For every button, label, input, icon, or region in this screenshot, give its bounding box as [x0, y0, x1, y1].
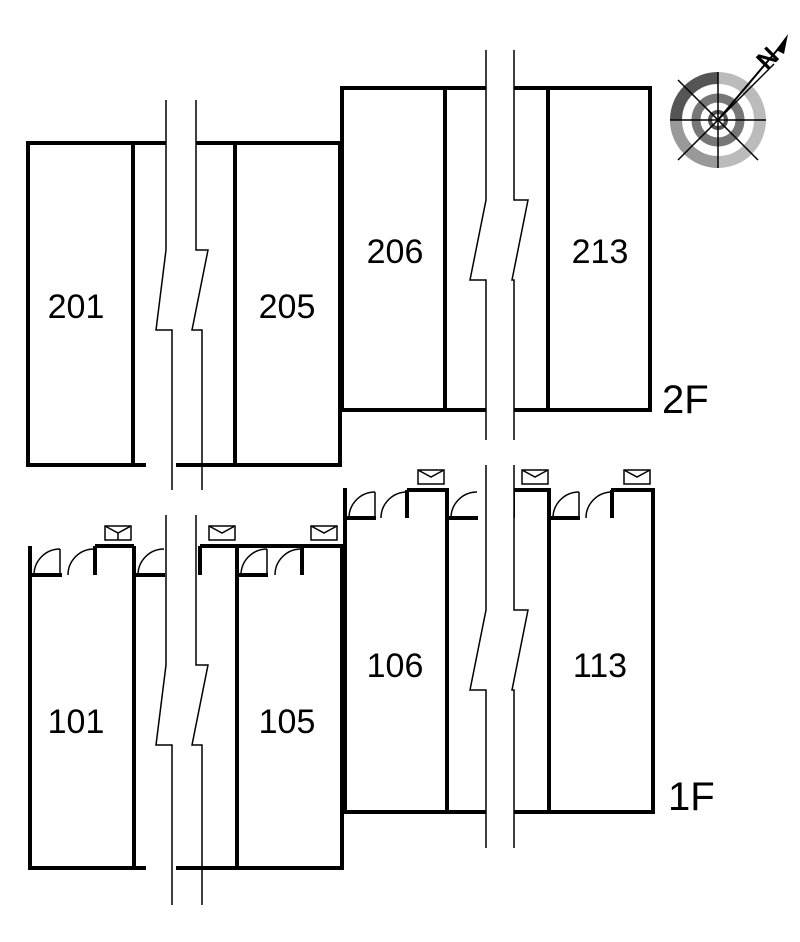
unit-number: 105 [259, 703, 316, 741]
north-compass-icon: N [670, 34, 788, 168]
floor-label: 2F [662, 378, 709, 422]
meter-symbols [104, 469, 651, 541]
floor-label: 1F [668, 775, 715, 819]
omission-break [469, 465, 529, 848]
door-swings [33, 491, 613, 576]
unit-number: 201 [48, 288, 105, 326]
floor-2f: 201 205 206 213 2F [26, 50, 709, 490]
unit-number: 205 [259, 288, 316, 326]
unit-number: 206 [367, 233, 424, 271]
floor-1f: 101 105 106 113 1F [28, 465, 715, 905]
omission-break [469, 50, 529, 440]
unit-number: 113 [573, 647, 627, 685]
omission-break [146, 515, 209, 905]
unit-number: 213 [572, 233, 629, 271]
unit-number: 101 [48, 703, 105, 741]
unit-number: 106 [367, 647, 424, 685]
omission-break [146, 100, 209, 490]
